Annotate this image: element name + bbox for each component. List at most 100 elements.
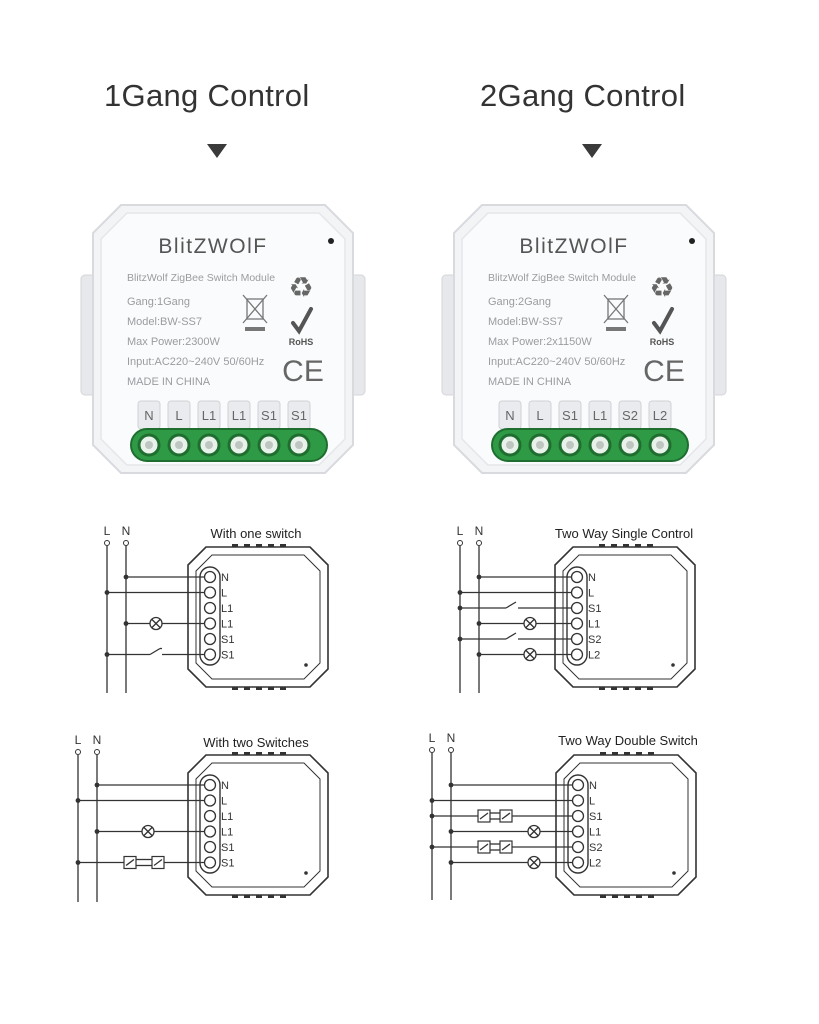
diagram-title: Two Way Single Control [555, 526, 693, 541]
led-dot [671, 663, 675, 667]
junction-dot [457, 636, 463, 642]
switch-blade [505, 601, 517, 609]
led-dot [304, 663, 308, 667]
module-tab [647, 687, 653, 690]
terminal-screw-center [145, 441, 153, 449]
module-tab [636, 895, 642, 898]
terminal-circle [203, 809, 217, 823]
junction-dot [448, 860, 454, 865]
terminal-label: L1 [232, 408, 246, 423]
lamp-cross [143, 827, 153, 836]
title-2gang: 2Gang Control [480, 78, 686, 113]
junction-dot [104, 652, 110, 657]
rail-label: L [457, 524, 464, 538]
lamp-cross [525, 619, 535, 628]
terminal-circle [203, 632, 217, 646]
pin-label: S1 [221, 842, 234, 854]
rail-terminal [457, 540, 463, 546]
pin-label: L1 [221, 811, 233, 823]
terminal-circle [571, 825, 585, 838]
module-tab [280, 544, 286, 547]
label-line: BlitzWolf ZigBee Switch Module [488, 272, 636, 284]
module-tab [647, 544, 653, 547]
module-tab [232, 895, 238, 898]
module-tab [623, 687, 629, 690]
rail-terminal [123, 540, 129, 546]
label-line: Gang:1Gang [127, 296, 190, 308]
diagram-title: Two Way Double Switch [558, 733, 698, 748]
junction-dot [476, 621, 482, 626]
terminal-circle [570, 601, 584, 615]
two-way-blade [479, 812, 489, 820]
terminal-column [567, 774, 589, 874]
label-line: MADE IN CHINA [488, 376, 572, 388]
junction-dot [94, 829, 100, 834]
junction-dot [448, 829, 454, 834]
terminal-screw-center [506, 441, 514, 449]
terminal-circle [571, 794, 585, 807]
rail-label: N [122, 524, 131, 538]
pin-label: L [221, 588, 227, 600]
label-line: Model:BW-SS7 [488, 316, 563, 328]
rail-terminal [429, 747, 435, 753]
terminal-circle [570, 648, 584, 661]
module-tab [232, 687, 238, 690]
module-tab [648, 752, 654, 755]
junction-dot [476, 574, 482, 580]
terminal-screw-center [205, 441, 213, 449]
terminal-column [199, 774, 221, 874]
rail-label: N [93, 733, 102, 747]
module-tab [636, 752, 642, 755]
module-tab [244, 687, 250, 690]
rohs-label: RoHS [289, 337, 314, 347]
module-tab [268, 895, 274, 898]
rail-label: L [104, 524, 111, 538]
two-way-double-module-outline [555, 754, 697, 896]
pin-label: L1 [221, 603, 233, 615]
down-arrow-icon [582, 144, 602, 158]
label-line: Max Power:2300W [127, 336, 221, 348]
switch-blade [149, 647, 161, 656]
bin-shape [607, 298, 625, 320]
terminal-circle [570, 617, 584, 630]
two-way-blade [153, 858, 163, 867]
diagram-title: With one switch [210, 526, 301, 541]
bin-bar [245, 327, 265, 331]
junction-dot [123, 621, 129, 626]
two-switches-module-inner [195, 762, 321, 888]
pin-label: N [588, 572, 596, 584]
module-tab [244, 752, 250, 755]
pin-label: N [589, 780, 597, 792]
terminal-label: S1 [261, 408, 277, 423]
module-tab [635, 687, 641, 690]
terminal-screw-center [265, 441, 273, 449]
one-switch-module-outline [187, 546, 329, 688]
pin-label: L [221, 796, 227, 808]
pin-label: S1 [221, 858, 234, 870]
pin-label: L [589, 796, 595, 808]
terminal-circle [571, 809, 585, 823]
module-tab [256, 895, 262, 898]
pin-label: L1 [589, 827, 601, 839]
module-face [100, 212, 346, 466]
module-tab [268, 544, 274, 547]
module-face [461, 212, 707, 466]
module-tab [232, 544, 238, 547]
junction-dot [429, 798, 435, 803]
module-tab [256, 544, 262, 547]
terminal-circle [571, 840, 585, 854]
rail-label: L [75, 733, 82, 747]
module-tab [244, 895, 250, 898]
pin-label: N [221, 572, 229, 584]
terminal-label: L2 [653, 408, 667, 423]
module-tab [268, 752, 274, 755]
terminal-screw-center [536, 441, 544, 449]
pin-label: N [221, 780, 229, 792]
rohs-label: RoHS [650, 337, 675, 347]
junction-dot [75, 860, 81, 865]
terminal-label: N [505, 408, 514, 423]
bin-shape [246, 298, 264, 320]
pin-label: L1 [221, 827, 233, 839]
